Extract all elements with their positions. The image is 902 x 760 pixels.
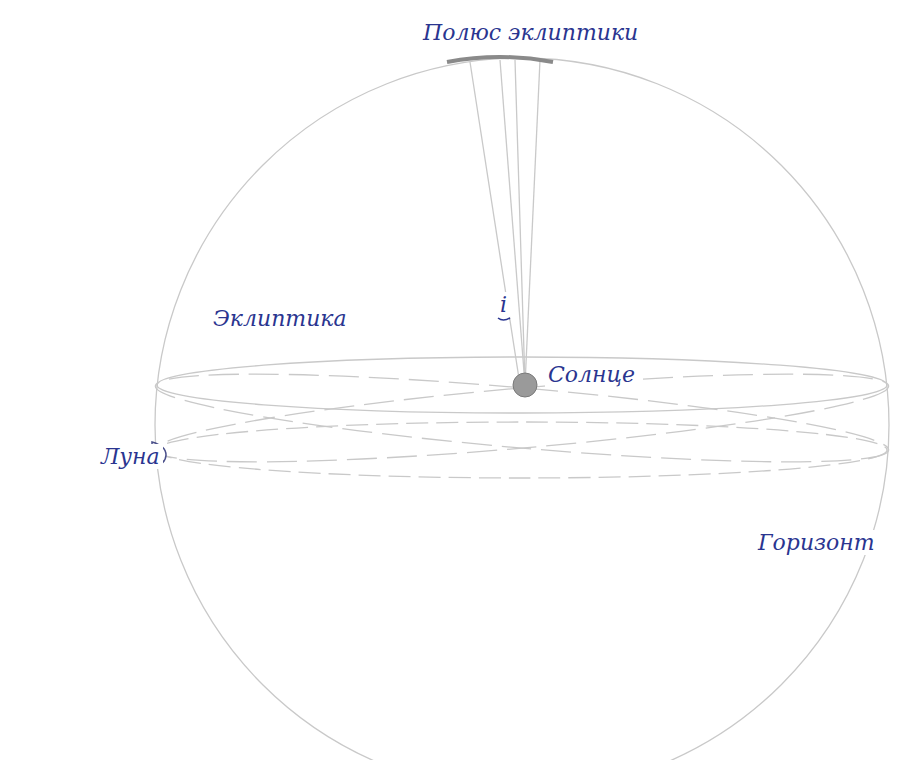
sun-disk [513, 373, 537, 397]
pole-line [525, 60, 540, 385]
horizon-label: Горизонт [755, 530, 878, 555]
angle-arc [498, 318, 510, 320]
orbit-ellipse [153, 356, 891, 480]
pole-line [515, 60, 525, 385]
horizon-ellipse [157, 422, 887, 478]
ecliptic-label: Эклиптика [210, 306, 350, 331]
moon-label: Луна [98, 444, 163, 469]
sun-label: Солнце [545, 362, 638, 387]
ecliptic-ellipse [157, 357, 887, 413]
angle-label: i [497, 292, 510, 317]
pole-label: Полюс эклиптики [420, 20, 641, 45]
pole-line [470, 62, 520, 385]
ecliptic-pole-arc [447, 57, 553, 62]
sphere-outline [155, 58, 889, 760]
orbit-ellipse [153, 356, 891, 480]
